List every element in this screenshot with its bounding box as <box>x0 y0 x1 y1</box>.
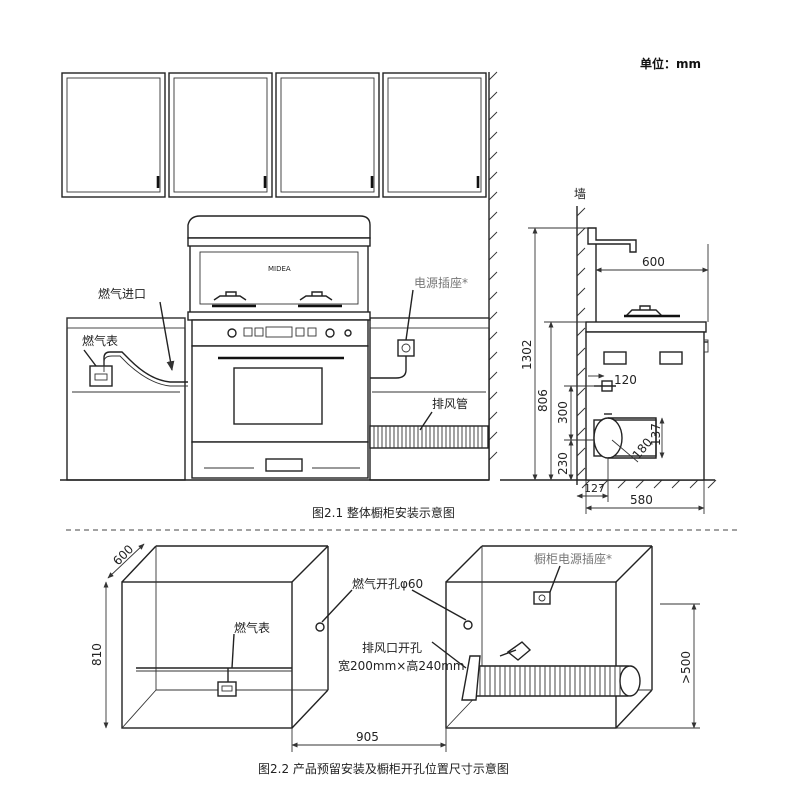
gas-meter-fig2 <box>217 681 237 697</box>
dim-806: 806 <box>536 389 550 412</box>
dim-810: 810 <box>90 643 104 666</box>
wall-cabinet-4 <box>382 72 487 198</box>
exhaust-size-label: 宽200mm×高240mm <box>338 658 465 673</box>
exhaust-hole-label: 排风口开孔 <box>362 641 422 655</box>
dim-137: 137 <box>649 423 663 446</box>
dim-1302: 1302 <box>520 339 534 370</box>
gas-hole-left <box>315 622 325 632</box>
wall-cabinet-3 <box>275 72 380 198</box>
base-cabinets <box>60 317 490 481</box>
gas-hole-label: 燃气开孔φ60 <box>352 576 423 591</box>
wall-cabinet-1 <box>61 72 166 198</box>
cooktop-side <box>585 321 707 333</box>
gas-meter-label-fig2: 燃气表 <box>234 620 270 635</box>
exhaust-duct <box>369 425 489 449</box>
base-cabinet-right <box>369 317 490 481</box>
figure-2-2: 燃气表 燃气开孔φ60 橱柜电源插座* <box>90 542 700 752</box>
dim-600-top: 600 <box>642 255 665 269</box>
figure-2-2-caption: 图2.2 产品预留安装及橱柜开孔位置尺寸示意图 <box>258 761 509 776</box>
unit-label: 单位：mm <box>640 56 701 71</box>
exhaust-outlet-side <box>593 417 623 459</box>
left-cabinet-box <box>121 545 329 729</box>
figure-2-1-caption: 图2.1 整体橱柜安装示意图 <box>312 505 455 520</box>
gas-meter-label: 燃气表 <box>82 333 118 348</box>
gas-meter-assembly <box>89 351 188 387</box>
exhaust-pipe-label: 排风管 <box>432 396 468 411</box>
control-panel <box>191 319 369 347</box>
power-socket <box>397 339 415 357</box>
wall-cabinet-2 <box>168 72 273 198</box>
range-hood: MIDEA <box>187 215 371 318</box>
right-wall-hatch <box>488 71 498 461</box>
brand-logo: MIDEA <box>268 265 291 273</box>
hood-side <box>587 227 637 253</box>
cabinet-socket-label: 橱柜电源插座* <box>534 551 612 566</box>
oven-door <box>191 345 369 443</box>
dim-580: 580 <box>630 493 653 507</box>
dim-905: 905 <box>356 730 379 744</box>
gas-inlet-label: 燃气进口 <box>98 286 146 301</box>
oven-window <box>233 367 323 425</box>
right-cabinet-box <box>445 545 653 729</box>
dim-230: 230 <box>556 452 570 475</box>
wall-label: 墙 <box>574 187 586 201</box>
cabinet-power-socket <box>533 591 551 605</box>
dim-300: 300 <box>556 401 570 424</box>
gas-hole-right <box>463 620 473 630</box>
wall-cabinets <box>61 72 487 198</box>
power-socket-assembly <box>370 339 415 379</box>
exhaust-duct-fig2 <box>461 641 641 701</box>
dim-min-500: >500 <box>679 651 693 684</box>
dim-600-depth: 600 <box>110 542 136 568</box>
dim-127: 127 <box>584 482 605 495</box>
figure-2-1-side-view: 墙 600 <box>500 187 717 514</box>
wall-hatch-side <box>576 207 586 477</box>
gas-meter <box>89 365 113 387</box>
integrated-stove <box>187 291 371 479</box>
figure-2-1-front-view: MIDEA <box>60 71 498 481</box>
dim-120: 120 <box>614 373 637 387</box>
power-socket-label: 电源插座* <box>414 275 468 290</box>
